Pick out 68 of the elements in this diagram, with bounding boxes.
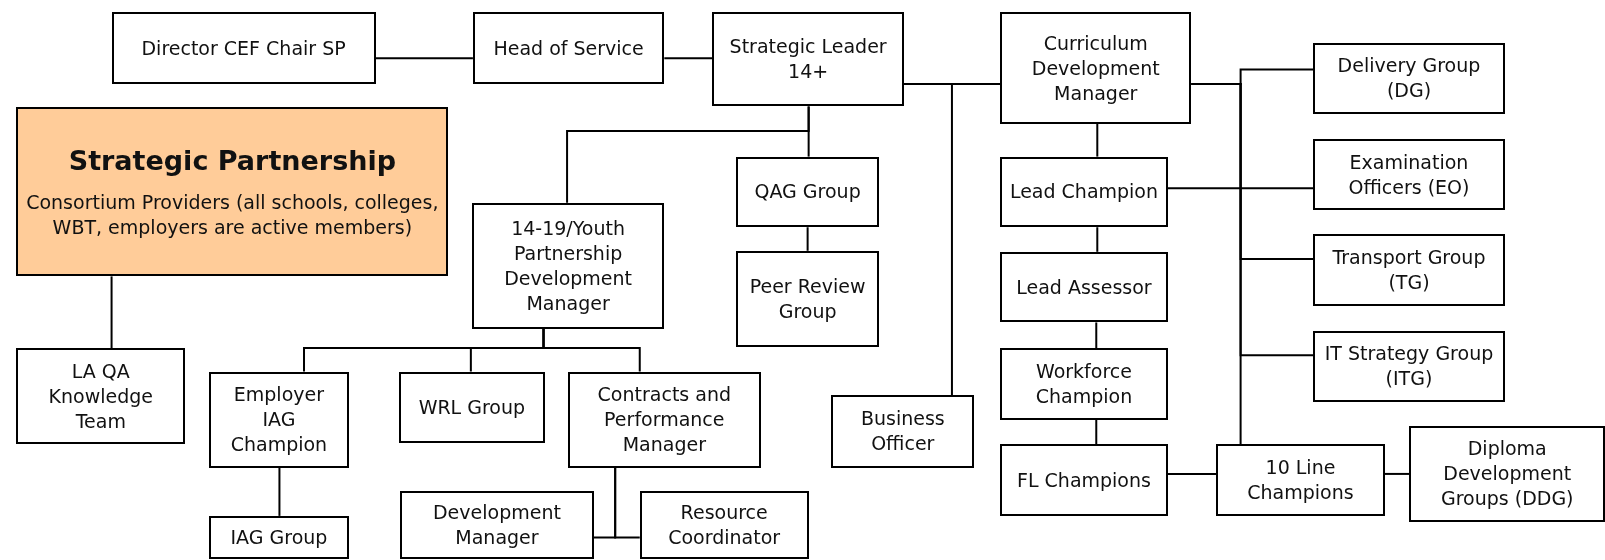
- box-label: Curriculum Development Manager: [1030, 30, 1161, 106]
- connector-line: [374, 57, 474, 60]
- box-label: Strategic Leader 14+: [728, 34, 888, 85]
- connector-line: [1095, 418, 1098, 446]
- box-label: 10 Line Champions: [1246, 455, 1355, 506]
- org-box: [1313, 234, 1505, 307]
- org-box: [1313, 43, 1505, 114]
- connector-line: [1166, 187, 1315, 190]
- box-label: IAG Group: [230, 524, 328, 550]
- connector-line: [1166, 472, 1218, 475]
- org-box: [111, 12, 376, 84]
- org-box: [208, 515, 350, 559]
- box-label: Lead Champion: [1009, 179, 1159, 205]
- box-label: Diploma Development Groups (DDG): [1439, 436, 1575, 512]
- box-label: LA QA Knowledge Team: [47, 358, 155, 434]
- box-label: Resource Coordinator: [667, 500, 782, 551]
- org-box: [400, 491, 594, 559]
- box-label: 14-19/Youth Partnership Development Manager: [503, 215, 634, 316]
- org-box: [471, 202, 665, 329]
- box-label: FL Champions: [1017, 467, 1151, 493]
- org-box: [1313, 330, 1505, 403]
- connector-line: [566, 105, 810, 204]
- org-box: [399, 371, 545, 444]
- connector-line: [542, 327, 641, 373]
- box-label: Business Officer: [859, 406, 946, 457]
- connector-line: [110, 275, 113, 349]
- box-label: WRL Group: [418, 394, 526, 420]
- org-box: [16, 348, 186, 445]
- org-box: [712, 12, 904, 107]
- box-label: Lead Assessor: [1016, 274, 1152, 300]
- org-box: [208, 371, 350, 468]
- box-label: Delivery Group (DG): [1336, 53, 1482, 104]
- box-label: IT Strategy Group (ITG): [1323, 341, 1495, 392]
- box-label: Consortium Providers (all schools, colleges, WBT, employers are active members): [25, 189, 440, 240]
- org-box: [568, 371, 761, 468]
- org-box: [1000, 444, 1168, 516]
- connector-line: [1383, 472, 1411, 475]
- org-box: [472, 12, 665, 84]
- box-label: QAG Group: [754, 179, 861, 205]
- org-box: [1000, 251, 1168, 323]
- connector-line: [1096, 122, 1099, 158]
- org-box: [1000, 156, 1168, 228]
- box-label: Workforce Champion: [1034, 358, 1134, 409]
- org-box: [735, 250, 880, 347]
- connector-line: [663, 57, 714, 60]
- org-box: [735, 156, 880, 228]
- box-heading: Strategic Partnership: [68, 143, 396, 178]
- connector-line: [806, 226, 809, 252]
- connector-line: [278, 466, 281, 517]
- org-box: [831, 395, 975, 468]
- box-label: Development Manager: [432, 500, 562, 551]
- box-label: Examination Officers (EO): [1347, 149, 1471, 200]
- org-box: [1216, 444, 1385, 516]
- connector-line: [1095, 321, 1098, 349]
- box-label: Peer Review Group: [748, 273, 867, 324]
- org-box: [639, 491, 809, 559]
- box-label: Director CEF Chair SP: [141, 35, 346, 61]
- connector-line: [1096, 226, 1099, 253]
- box-label: Contracts and Performance Manager: [596, 382, 732, 458]
- box-label: Head of Service: [493, 35, 644, 61]
- partnership-box: [16, 107, 449, 277]
- org-box: [1409, 425, 1605, 522]
- box-label: Transport Group (TG): [1331, 245, 1487, 296]
- connector-line: [614, 466, 641, 539]
- org-box: [1313, 139, 1505, 210]
- box-label: Employer IAG Champion: [229, 382, 329, 458]
- org-box: [1000, 348, 1168, 420]
- org-box: [1000, 12, 1192, 124]
